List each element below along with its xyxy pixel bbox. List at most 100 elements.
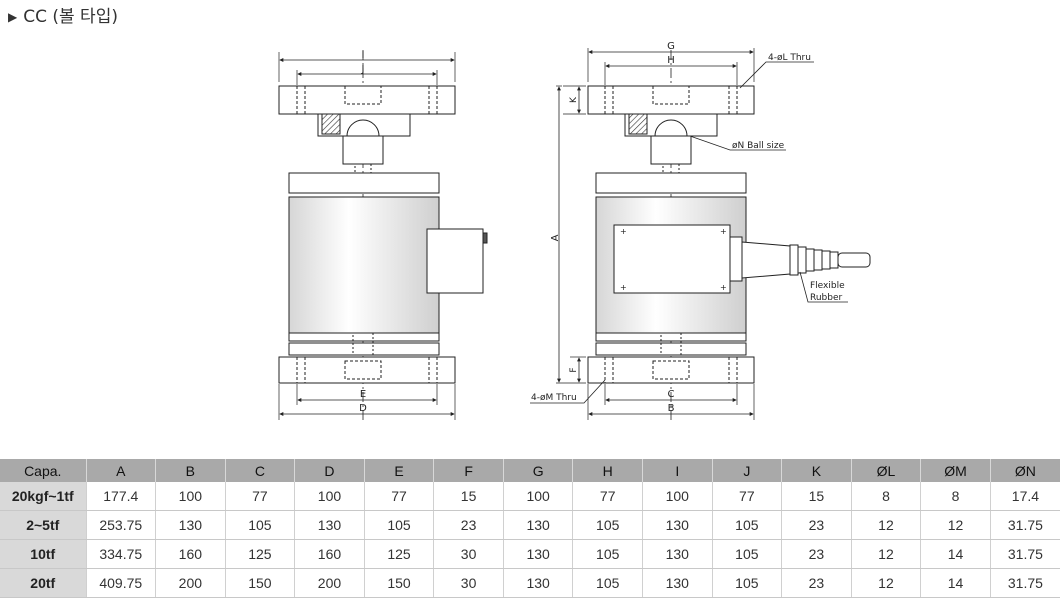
table-row: 10tf 334.75 160 125 160 125 30 130 105 1… — [0, 539, 1060, 569]
header-cell: ØN — [989, 459, 1060, 482]
label-flexible: Flexible — [810, 281, 845, 291]
table-cell: 105 — [572, 510, 643, 540]
table-cell: 23 — [781, 568, 852, 598]
dim-label-c: C — [668, 389, 675, 400]
table-cell: 23 — [781, 510, 852, 540]
table-cell: 105 — [711, 568, 782, 598]
table-cell: 15 — [433, 482, 504, 511]
dim-label-h: H — [667, 55, 675, 66]
table-cell: 105 — [711, 539, 782, 569]
table-cell: 100 — [502, 482, 573, 511]
header-cell: K — [781, 459, 852, 482]
table-cell: 334.75 — [85, 539, 156, 569]
dim-label-i: I — [362, 50, 365, 61]
table-cell: 409.75 — [85, 568, 156, 598]
svg-text:+: + — [720, 283, 727, 292]
svg-text:+: + — [620, 283, 627, 292]
dim-label-j: J — [361, 64, 365, 75]
table-cell: 130 — [642, 568, 713, 598]
table-cell: 15 — [781, 482, 852, 511]
front-top-plate — [278, 85, 456, 115]
table-cell: 12 — [850, 568, 921, 598]
label-l-thru: 4-øL Thru — [768, 53, 811, 63]
capacity-cell: 20kgf~1tf — [0, 482, 86, 511]
table-cell: 31.75 — [989, 510, 1060, 540]
table-cell: 77 — [224, 482, 295, 511]
table-cell: 12 — [920, 510, 991, 540]
capacity-cell: 20tf — [0, 568, 86, 598]
table-cell: 23 — [781, 539, 852, 569]
spec-table: Capa. A B C D E F G H I J K ØL ØM ØN 20k… — [0, 459, 1060, 598]
header-cell: A — [85, 459, 156, 482]
table-cell: 105 — [572, 539, 643, 569]
table-cell: 8 — [850, 482, 921, 511]
svg-text:+: + — [620, 227, 627, 236]
page-title: ▶ CC (볼 타입) — [8, 2, 118, 27]
table-cell: 77 — [363, 482, 434, 511]
dim-label-b: B — [668, 403, 675, 414]
header-cell: D — [294, 459, 365, 482]
table-cell: 17.4 — [989, 482, 1060, 511]
header-cell: H — [572, 459, 643, 482]
table-cell: 150 — [224, 568, 295, 598]
header-cell: ØM — [920, 459, 991, 482]
table-cell: 23 — [433, 510, 504, 540]
table-cell: 12 — [850, 510, 921, 540]
table-header-row: Capa. A B C D E F G H I J K ØL ØM ØN — [0, 459, 1060, 482]
header-cell: C — [224, 459, 295, 482]
table-cell: 200 — [294, 568, 365, 598]
capacity-cell: 10tf — [0, 539, 86, 569]
table-cell: 100 — [294, 482, 365, 511]
dim-label-e: E — [360, 389, 366, 400]
table-cell: 30 — [433, 539, 504, 569]
front-view — [278, 50, 488, 420]
table-row: 20kgf~1tf 177.4 100 77 100 77 15 100 77 … — [0, 482, 1060, 511]
svg-text:+: + — [720, 227, 727, 236]
table-cell: 31.75 — [989, 568, 1060, 598]
table-cell: 100 — [642, 482, 713, 511]
table-cell: 125 — [224, 539, 295, 569]
table-cell: 100 — [155, 482, 226, 511]
dim-label-k: K — [569, 96, 579, 103]
header-cell: E — [363, 459, 434, 482]
table-cell: 130 — [642, 510, 713, 540]
table-cell: 8 — [920, 482, 991, 511]
side-top-plate — [587, 85, 755, 115]
table-cell: 160 — [294, 539, 365, 569]
title-text: CC (볼 타입) — [23, 7, 118, 27]
front-cylinder — [288, 196, 440, 334]
table-cell: 105 — [363, 510, 434, 540]
header-cell: Capa. — [0, 459, 86, 482]
table-row: 2~5tf 253.75 130 105 130 105 23 130 105 … — [0, 510, 1060, 540]
capacity-cell: 2~5tf — [0, 510, 86, 540]
table-cell: 14 — [920, 539, 991, 569]
table-cell: 130 — [502, 510, 573, 540]
table-cell: 105 — [224, 510, 295, 540]
table-cell: 130 — [502, 568, 573, 598]
table-cell: 14 — [920, 568, 991, 598]
table-cell: 130 — [642, 539, 713, 569]
label-ball-size: øN Ball size — [732, 141, 785, 151]
table-cell: 77 — [711, 482, 782, 511]
title-marker-icon: ▶ — [8, 10, 18, 24]
header-cell: J — [711, 459, 782, 482]
table-cell: 160 — [155, 539, 226, 569]
dim-label-f: F — [569, 367, 579, 372]
header-cell: I — [642, 459, 713, 482]
table-cell: 77 — [572, 482, 643, 511]
label-m-thru: 4-øM Thru — [531, 393, 577, 403]
table-cell: 130 — [294, 510, 365, 540]
table-cell: 130 — [155, 510, 226, 540]
table-cell: 200 — [155, 568, 226, 598]
header-cell: G — [502, 459, 573, 482]
table-cell: 12 — [850, 539, 921, 569]
table-cell: 30 — [433, 568, 504, 598]
table-cell: 150 — [363, 568, 434, 598]
table-cell: 125 — [363, 539, 434, 569]
header-cell: ØL — [850, 459, 921, 482]
header-cell: F — [433, 459, 504, 482]
side-view: + + + + — [530, 48, 871, 420]
label-rubber: Rubber — [810, 293, 843, 303]
table-cell: 130 — [502, 539, 573, 569]
table-cell: 105 — [572, 568, 643, 598]
